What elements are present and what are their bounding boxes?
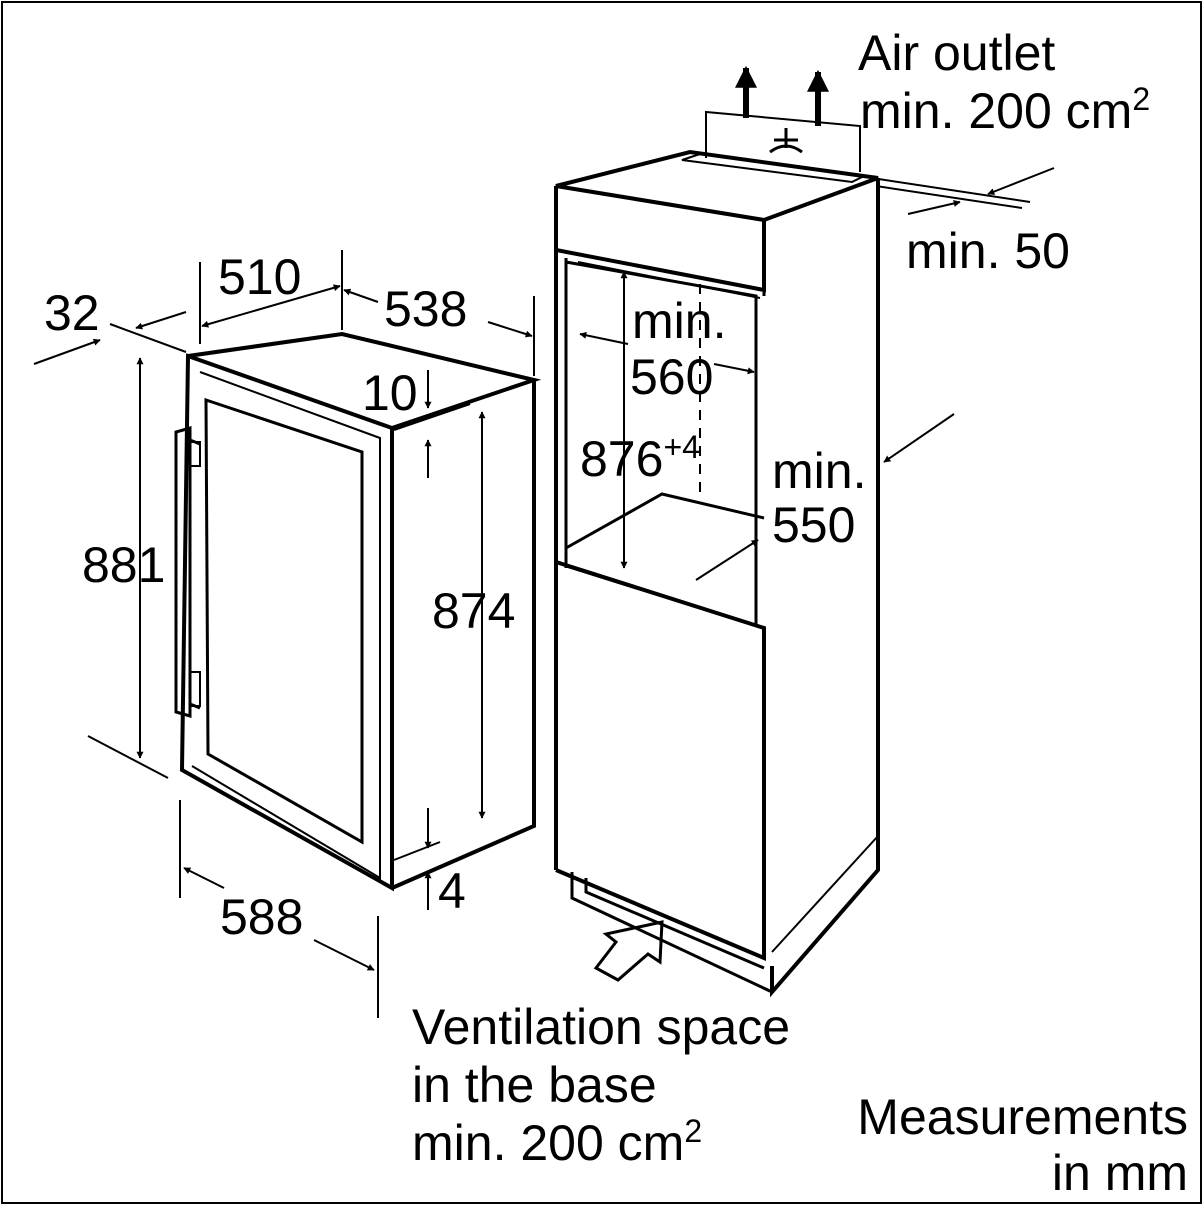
appliance-top (187, 331, 542, 430)
dim-min560-arrow-left (579, 331, 629, 345)
appliance-side (391, 380, 536, 890)
niche-floor (565, 492, 765, 630)
door-inner-frame (191, 371, 381, 880)
dim-32-arrow-right (135, 311, 187, 330)
label-air-outlet-sup: 2 (1132, 81, 1150, 117)
dim-min560-arrow-right (713, 363, 755, 375)
label-876: 876+4 (580, 429, 700, 487)
label-min-550-1: min. (772, 443, 866, 499)
dim-588-arrow-right (313, 939, 375, 971)
cabinet-lower-door (555, 560, 766, 962)
label-units-2: in mm (1052, 1145, 1188, 1201)
dim-588-arrow-left (183, 867, 225, 889)
door-glass (204, 397, 364, 845)
niche-dimensions (579, 167, 1055, 581)
label-units-1: Measurements (857, 1089, 1188, 1145)
label-min-560-2: 560 (630, 349, 713, 405)
label-dim-874: 874 (432, 583, 515, 639)
dim-510-line (201, 284, 341, 328)
label-dim-4: 4 (438, 863, 466, 919)
label-min-560-1: min. (632, 293, 726, 349)
label-vent-2: in the base (412, 1057, 657, 1113)
appliance-dimensions (33, 250, 535, 1018)
label-vent-1: Ventilation space (412, 999, 790, 1055)
cabinet-plinth (570, 872, 773, 994)
air-outlet-box (705, 110, 861, 172)
label-876-tolerance: +4 (663, 429, 699, 465)
label-dim-881: 881 (82, 537, 165, 593)
vent-inlet-arrow (593, 920, 664, 982)
niche-drawing (554, 65, 880, 998)
label-dim-538: 538 (384, 281, 467, 337)
label-vent-sup: 2 (684, 1113, 702, 1149)
label-dim-510: 510 (218, 249, 301, 305)
door-handle (174, 426, 192, 718)
dim-min50-arrow-bottom (907, 200, 961, 215)
label-dim-588: 588 (220, 889, 303, 945)
dim-32-arrow-left (33, 338, 101, 365)
label-dim-32: 32 (44, 285, 100, 341)
dim-min50-arrow-top (987, 167, 1055, 195)
fan-symbol (769, 128, 803, 154)
label-air-outlet-2: min. 200 cm2 (860, 81, 1150, 139)
cabinet-right-side (770, 178, 880, 998)
cabinet-top (555, 149, 879, 223)
appliance-door (179, 353, 394, 892)
label-min-50: min. 50 (906, 223, 1070, 279)
label-min-550-2: 550 (772, 497, 855, 553)
appliance-drawing (174, 331, 542, 892)
dim-min550-arrow-right (883, 413, 955, 463)
label-air-outlet-1: Air outlet (858, 25, 1055, 81)
dim-min550-arrow-left (695, 539, 759, 581)
label-vent-3: min. 200 cm2 (412, 1113, 702, 1171)
dim-538-arrow-left (343, 288, 379, 303)
dim-538-arrow-right (487, 321, 533, 338)
label-dim-10: 10 (362, 365, 418, 421)
